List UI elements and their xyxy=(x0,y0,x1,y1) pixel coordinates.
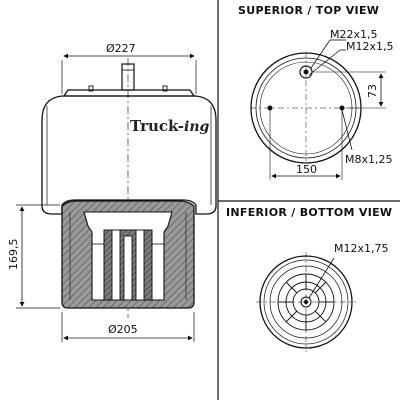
top-label-m22: M22x1,5 xyxy=(330,28,378,41)
top-view-heading: SUPERIOR / TOP VIEW xyxy=(238,4,379,17)
dim-height: 169,5 xyxy=(7,204,60,309)
bottom-view-heading: INFERIOR / BOTTOM VIEW xyxy=(226,206,392,219)
panel-dividers xyxy=(217,0,400,400)
brand-main: Truck- xyxy=(130,117,184,135)
top-plate xyxy=(62,89,196,97)
dim-top-diameter-label: Ø227 xyxy=(106,42,136,55)
top-dim-width: 150 xyxy=(296,163,317,176)
dim-bottom-diameter: Ø205 xyxy=(61,312,195,342)
top-label-m12: M12x1,5 xyxy=(346,40,394,53)
top-dim-offset: 73 xyxy=(366,84,379,98)
side-view xyxy=(41,58,217,318)
brand-logo: Truck- ing xyxy=(130,117,209,135)
dim-top-diameter: Ø227 xyxy=(61,42,197,94)
dim-bottom-diameter-label: Ø205 xyxy=(108,323,138,336)
stud-left xyxy=(267,105,273,111)
stud-right xyxy=(339,105,345,111)
bellows xyxy=(41,95,217,215)
bottom-view: INFERIOR / BOTTOM VIEW M12x1,75 xyxy=(226,206,392,352)
bottom-label-m12: M12x1,75 xyxy=(334,242,389,255)
dim-height-label: 169,5 xyxy=(7,239,20,271)
top-view: SUPERIOR / TOP VIEW M22x1,5 M12x1,5 M8x1… xyxy=(238,4,394,180)
brand-suffix: ing xyxy=(184,119,209,135)
top-label-m8: M8x1,25 xyxy=(345,153,393,166)
